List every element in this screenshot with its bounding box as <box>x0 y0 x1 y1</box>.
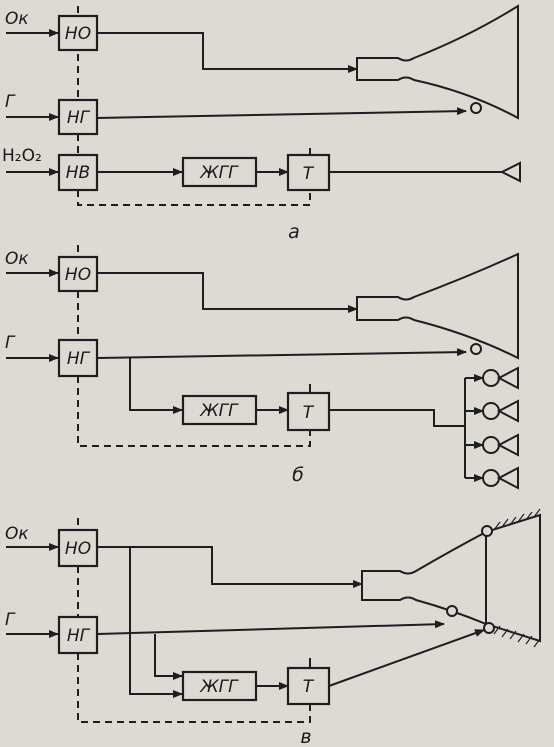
turbine-exhaust-line <box>329 409 465 427</box>
peroxide-pump-box <box>57 153 99 192</box>
turbine-shaft-line <box>77 376 311 447</box>
oxidizer-pump-label: НО <box>65 24 91 44</box>
turbine-label: Т <box>303 677 315 697</box>
diagram-b-caption: б <box>292 464 304 486</box>
diagram-a-caption: а <box>288 221 300 243</box>
fuel-input-label: Г <box>5 92 16 112</box>
diagram-b: Ок Г НО НГ ЖГГ Т б <box>5 245 519 490</box>
diagram-a: Ок Г H₂O₂ НО НГ НВ ЖГГ Т а <box>2 4 521 243</box>
vernier-nozzle-1 <box>482 366 519 390</box>
vernier-nozzle-2 <box>482 399 519 423</box>
oxidizer-feed-line <box>97 546 363 588</box>
turbine-box <box>286 666 331 706</box>
turbine-exhaust-line <box>328 629 485 687</box>
fuel-pump-box <box>57 98 99 136</box>
turbine-box <box>286 391 331 432</box>
gas-generator-box <box>181 670 258 702</box>
main-chamber-nozzle <box>356 4 519 120</box>
fuel-feed-line <box>96 107 467 119</box>
gas-generator-box <box>181 394 258 426</box>
turbine-label: Т <box>303 403 315 423</box>
turbine-box <box>286 153 331 192</box>
oxidizer-pump-box <box>57 255 99 293</box>
oxidizer-pump-box <box>57 528 99 568</box>
gas-generator-feed-line <box>129 358 183 414</box>
fuel-input-label: Г <box>5 333 16 353</box>
fuel-pump-label: НГ <box>67 626 91 646</box>
fuel-feed-line <box>96 620 445 635</box>
oxidizer-pump-label: НО <box>65 265 91 285</box>
turbine-exhaust-nozzle <box>499 161 521 183</box>
fuel-inlet-manifold <box>470 102 482 114</box>
fuel-feed-line <box>96 348 467 359</box>
nozzle-extension-skirt <box>485 513 541 643</box>
oxidizer-pump-label: НО <box>65 539 91 559</box>
turbine-label: Т <box>303 164 315 184</box>
oxidizer-feed-line <box>97 272 358 313</box>
oxidizer-feed-line <box>97 32 358 73</box>
oxidizer-input-label: Ок <box>5 249 29 269</box>
skirt-manifold-bottom <box>483 622 495 634</box>
main-chamber-nozzle <box>361 530 487 626</box>
skirt-manifold-top <box>481 525 493 537</box>
fuel-input-label: Г <box>5 610 16 630</box>
turbine-shaft-line <box>77 653 311 723</box>
vernier-nozzle-3 <box>482 433 519 457</box>
fuel-pump-box <box>57 615 99 655</box>
oxidizer-generator-line <box>129 547 183 698</box>
fuel-pump-box <box>57 338 99 378</box>
fuel-inlet-manifold <box>470 343 482 355</box>
fuel-inlet-manifold <box>446 605 458 617</box>
diagram-c-caption: в <box>300 726 311 747</box>
oxidizer-input-label: Ок <box>5 524 29 544</box>
gas-generator-label: ЖГГ <box>199 163 239 183</box>
gas-generator-box <box>181 156 258 188</box>
fuel-pump-label: НГ <box>67 108 91 128</box>
nozzle-extension-hatching <box>493 508 541 648</box>
fuel-pump-label: НГ <box>67 349 91 369</box>
main-chamber-nozzle <box>356 252 519 360</box>
fuel-generator-line <box>154 634 183 680</box>
oxidizer-pump-box <box>57 14 99 52</box>
gas-generator-label: ЖГГ <box>199 401 239 421</box>
oxidizer-input-label: Ок <box>5 9 29 29</box>
gas-generator-label: ЖГГ <box>199 677 239 697</box>
peroxide-input-label: H₂O₂ <box>2 146 42 166</box>
peroxide-pump-label: НВ <box>66 163 90 183</box>
diagram-c: Ок Г НО НГ ЖГГ Т в <box>5 508 541 747</box>
vernier-nozzle-4 <box>482 466 519 490</box>
